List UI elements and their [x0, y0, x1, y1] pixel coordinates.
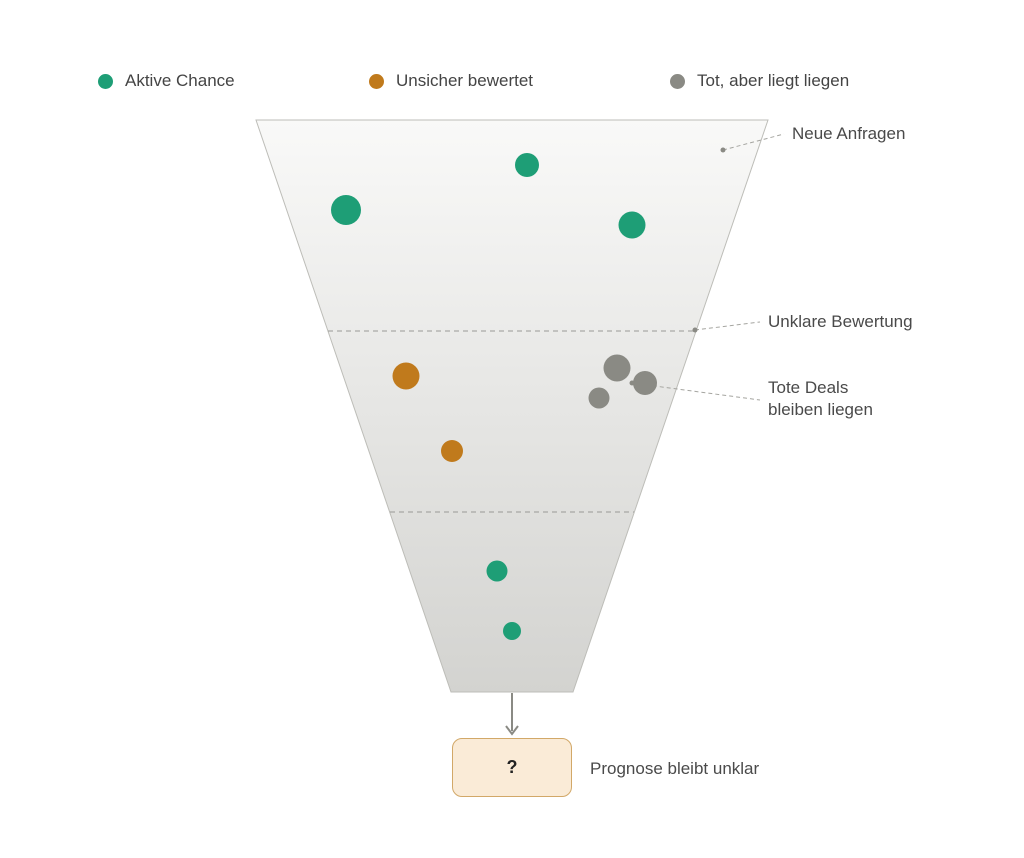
legend-item-unsicher-bewertet: Unsicher bewertet — [369, 70, 533, 92]
dot-active-3 — [618, 211, 646, 239]
green-dot-icon — [98, 73, 113, 89]
down-arrow — [505, 693, 519, 736]
dot-active-5 — [503, 622, 521, 640]
annotation-neue-anfragen: Neue Anfragen — [792, 124, 906, 143]
orange-dot-icon — [369, 73, 384, 89]
annotation-tote-deals-line2: bleiben liegen — [768, 400, 873, 419]
legend-item-aktive-chance: Aktive Chance — [98, 70, 235, 92]
funnel-body — [255, 119, 769, 693]
legend-label: Tot, aber liegt liegen — [697, 71, 850, 90]
dot-active-1 — [331, 195, 361, 225]
funnel-items — [331, 153, 657, 640]
annotation-unklare-bewertung: Unklare Bewertung — [768, 312, 913, 331]
legend-item-tot: Tot, aber liegt liegen — [670, 70, 849, 92]
gray-dot-icon — [670, 73, 685, 89]
leader-line-neue-anfragen — [722, 133, 785, 151]
annotation-tote-deals-line1: Tote Deals — [768, 378, 849, 397]
dot-uncertain-2 — [441, 440, 463, 462]
dot-active-2 — [515, 153, 539, 177]
dot-dead-1 — [603, 354, 631, 382]
result-box: ? — [452, 738, 572, 797]
leader-dot-neue-anfragen — [720, 147, 726, 153]
annotation-prognose: Prognose bleibt unklar — [590, 759, 760, 778]
dot-active-4 — [486, 560, 508, 582]
annotation-tote-deals: Tote Deals bleiben liegen — [768, 377, 873, 421]
legend-label: Unsicher bewertet — [396, 71, 534, 90]
dot-dead-2 — [633, 371, 657, 395]
leader-dot-unklare-bewertung — [692, 327, 698, 333]
dot-dead-3 — [588, 387, 610, 409]
question-mark: ? — [506, 757, 518, 777]
dot-uncertain-1 — [392, 362, 420, 390]
leader-line-unklare-bewertung — [694, 321, 761, 331]
legend-label: Aktive Chance — [125, 71, 235, 90]
